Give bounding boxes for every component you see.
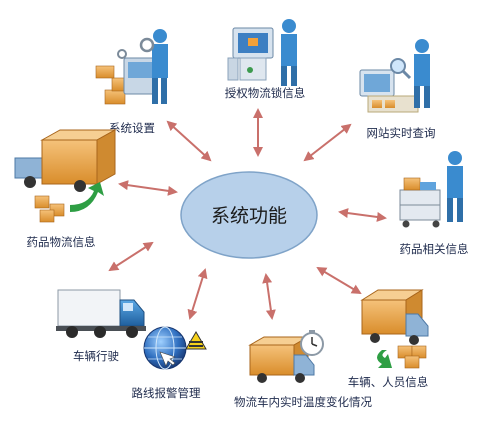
arrow-route-alarm [187, 268, 208, 320]
truck-loading-icon [14, 129, 117, 223]
node-temp-change: 物流车内实时温度变化情况 [234, 330, 372, 409]
node-label-vehicle-driving: 车辆行驶 [73, 349, 119, 363]
node-system-settings: 系统设置 [95, 29, 168, 135]
node-website-query: 网站实时查询 [359, 39, 436, 140]
arrow-vehicle-personnel [316, 266, 362, 295]
arrow-drug-logistics [118, 180, 178, 196]
arrow-drug-info [338, 208, 387, 222]
node-route-alarm: 路线报警管理 [132, 326, 207, 400]
node-label-temp-change: 物流车内实时温度变化情况 [234, 395, 372, 409]
node-drug-logistics: 药品物流信息 [14, 129, 117, 249]
hub-node: 系统功能 [180, 171, 318, 259]
node-label-drug-logistics: 药品物流信息 [27, 235, 96, 249]
node-label-system-settings: 系统设置 [109, 121, 155, 135]
person-at-computer-icon [227, 19, 297, 86]
arrow-system-settings [166, 120, 212, 162]
delivery-truck-with-boxes-icon [360, 289, 429, 369]
hub-label: 系统功能 [211, 205, 287, 227]
connector-arrows [108, 108, 387, 320]
arrow-vehicle-driving [108, 241, 154, 272]
truck-with-clock-icon [248, 330, 324, 383]
node-label-vehicle-personnel: 车辆、人员信息 [348, 375, 429, 389]
truck-icon [56, 289, 146, 338]
node-vehicle-driving: 车辆行驶 [56, 289, 146, 363]
node-label-drug-info: 药品相关信息 [400, 242, 469, 256]
arrow-temp-change [262, 273, 276, 320]
node-drug-info: 药品相关信息 [399, 151, 469, 256]
worker-with-boxes-icon [95, 29, 168, 105]
person-with-cart-icon [399, 151, 463, 228]
arrow-website-query [303, 123, 352, 162]
node-label-auth-logistics-lock: 授权物流锁信息 [225, 86, 306, 100]
node-vehicle-personnel: 车辆、人员信息 [348, 289, 429, 389]
hub-ellipse [180, 171, 318, 259]
globe-warning-icon [143, 326, 207, 370]
node-auth-logistics-lock: 授权物流锁信息 [225, 19, 306, 100]
node-label-route-alarm: 路线报警管理 [132, 386, 201, 400]
person-with-magnifier-icon [359, 39, 430, 113]
node-label-website-query: 网站实时查询 [367, 126, 436, 140]
